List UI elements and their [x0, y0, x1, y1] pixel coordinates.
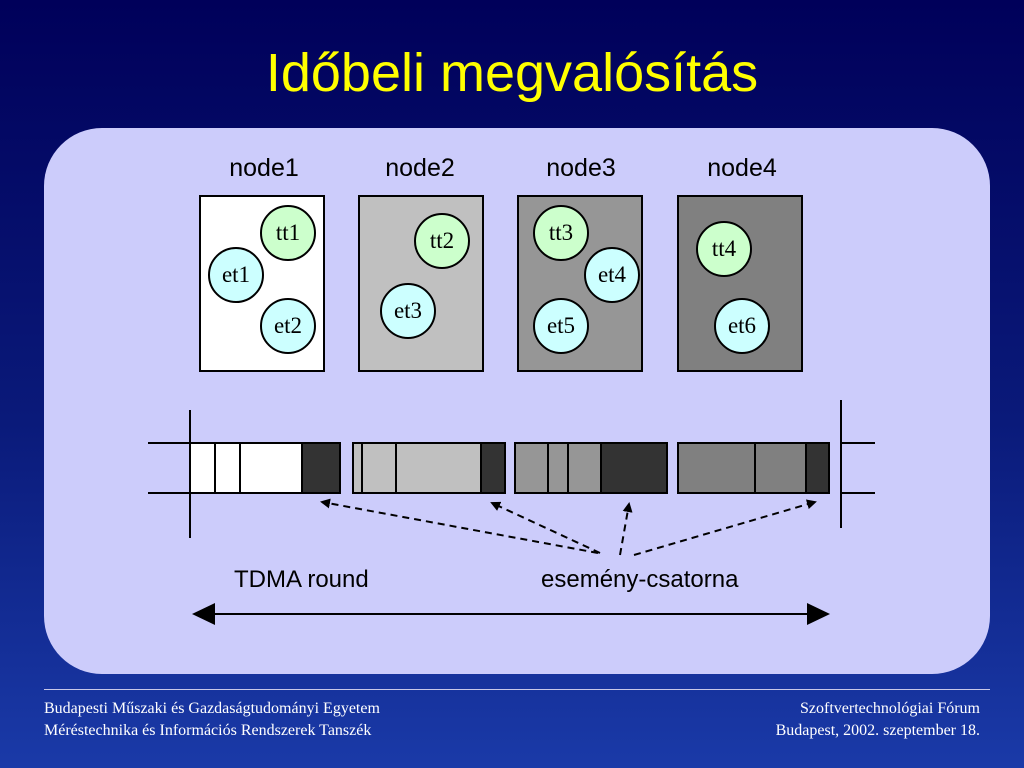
event-arrow-node3	[619, 502, 633, 556]
slot-node1-event	[301, 442, 341, 494]
node3-label: node3	[546, 154, 616, 182]
task-circle-et6: et6	[714, 298, 770, 354]
slot-node2	[352, 442, 506, 494]
task-circle-tt2: tt2	[414, 213, 470, 269]
task-circle-et5: et5	[533, 298, 589, 354]
footer-university: Budapesti Műszaki és Gazdaságtudományi E…	[44, 700, 380, 717]
event-channel-caption: esemény-csatorna	[541, 566, 739, 593]
node1-label: node1	[229, 154, 299, 182]
task-circle-et2: et2	[260, 298, 316, 354]
footer-right: Szoftvertechnológiai Fórum Budapest, 200…	[776, 698, 980, 742]
tdma-round-caption: TDMA round	[234, 566, 369, 593]
footer-date: Budapest, 2002. szeptember 18.	[775, 722, 980, 739]
node4-label: node4	[707, 154, 777, 182]
task-circle-et4: et4	[584, 247, 640, 303]
slot-node3-event	[600, 442, 668, 494]
footer-left: Budapesti Műszaki és Gazdaságtudományi E…	[44, 698, 380, 742]
slot-node4-event	[805, 442, 830, 494]
round-arrow-left-head	[192, 603, 215, 625]
footer-event-name: Szoftvertechnológiai Fórum	[800, 700, 980, 717]
task-circle-tt4: tt4	[696, 221, 752, 277]
task-circle-et1: et1	[208, 247, 264, 303]
footer-department: Méréstechnika és Információs Rendszerek …	[44, 722, 372, 739]
node2-label: node2	[385, 154, 455, 182]
event-arrow-node1	[320, 498, 599, 554]
event-arrow-node2	[490, 501, 601, 554]
slide-title: Időbeli megvalósítás	[265, 43, 759, 103]
event-arrow-node4	[633, 499, 817, 556]
footer-divider	[44, 689, 990, 690]
slot-node2-event	[480, 442, 506, 494]
round-arrow-right-head	[807, 603, 830, 625]
slot-node4	[677, 442, 830, 494]
task-circle-tt1: tt1	[260, 205, 316, 261]
task-circle-et3: et3	[380, 283, 436, 339]
task-circle-tt3: tt3	[533, 205, 589, 261]
